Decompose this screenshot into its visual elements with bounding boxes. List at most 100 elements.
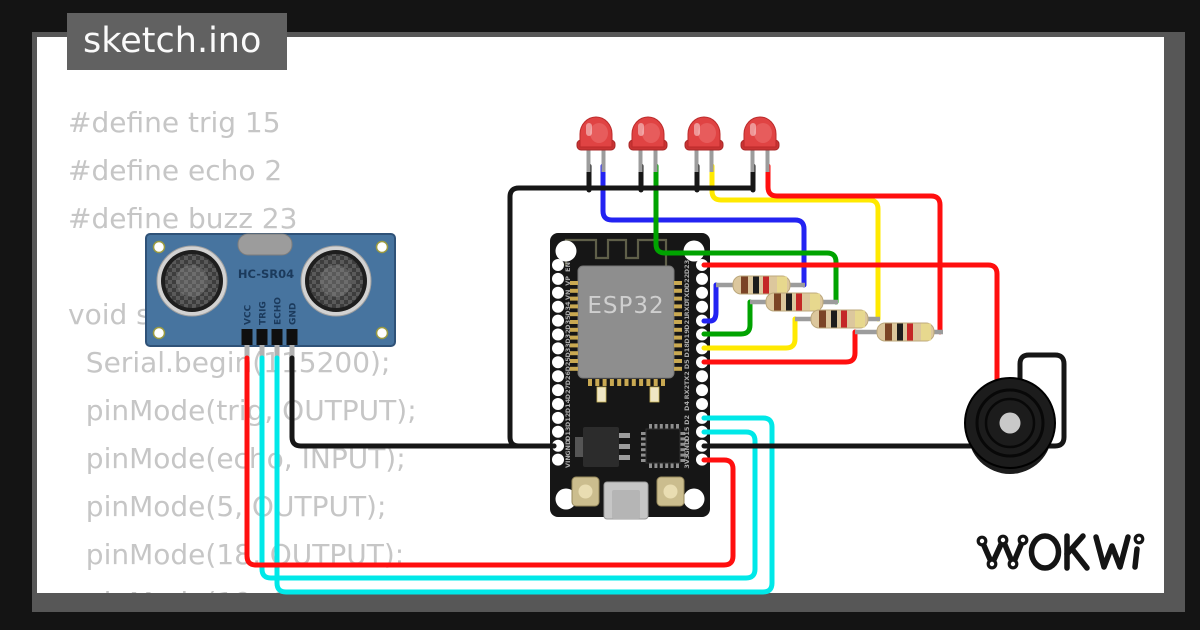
wire-d21-to-r1[interactable] [701,282,719,324]
pin-D25[interactable] [552,356,564,369]
color-band [819,310,826,328]
wire-led2-anode-green[interactable] [653,163,839,305]
pin-GND[interactable] [552,439,564,452]
sketch-file-tab[interactable]: sketch.ino [67,13,287,70]
color-band [885,323,892,341]
code-line: pinMode(trig, OUTPUT); [68,394,417,427]
pin-TX2[interactable] [696,370,708,383]
piezo-buzzer[interactable] [964,377,1056,474]
color-band [796,293,802,311]
pin-label: D34 [564,301,572,316]
wire-hcsr04-gnd[interactable] [289,355,557,449]
pin-D32[interactable] [552,328,564,341]
pin-label: D35 [564,315,572,330]
pin-D12[interactable] [552,411,564,424]
mounting-hole [555,240,577,262]
pin-label: TX2 [683,371,691,385]
pin-label: D2 [683,415,691,425]
pin-label: D18 [683,343,691,358]
code-line: #define buzz 23 [68,202,298,235]
pin-label: VP [564,276,572,286]
pin-label: D32 [564,329,572,343]
pin-D4[interactable] [696,398,708,410]
led-red[interactable] [740,116,780,172]
leds-layer [576,116,780,172]
pin-label: VN [564,290,572,300]
pin-header[interactable] [286,329,298,345]
color-band [753,276,759,294]
wire-d5-to-r4[interactable] [701,329,858,365]
wire-led1-anode-blue[interactable] [600,163,807,288]
pin-label: GND [564,439,572,456]
pin-VP[interactable] [552,272,564,285]
wire-d18-to-r3[interactable] [701,316,798,351]
pin-label: D12 [564,413,572,427]
logo-letter-w2 [1093,534,1131,570]
buzzer-hole [999,412,1021,434]
pin-D35[interactable] [552,314,564,327]
wire-d23-to-buzzer[interactable] [701,262,1000,385]
pin-D33[interactable] [552,342,564,355]
pin-label: TXD [683,287,691,302]
wire-trig-to-d15[interactable] [259,355,758,581]
color-band [774,293,781,311]
pin-header[interactable] [271,329,283,345]
logo-node-dot [997,534,1009,546]
resistor[interactable] [716,275,805,295]
pin-label: TRIG [259,301,269,325]
pin-label: EN [564,262,572,272]
resistor[interactable] [750,292,838,312]
mounting-hole [375,240,389,254]
pin-EN[interactable] [552,259,564,271]
wire-led3-anode-yellow[interactable] [709,163,881,322]
resistor[interactable] [795,309,880,329]
pin-label: VCC [244,304,254,325]
logo-letter-i [1132,546,1140,570]
pin-label: D14 [564,398,572,413]
resistor[interactable] [855,322,943,342]
mounting-hole [152,240,166,254]
pin-D22[interactable] [696,272,708,285]
regulator-tab [575,437,583,457]
mounting-hole [555,488,577,510]
mounting-hole [375,326,389,340]
pin-TXD[interactable] [696,286,708,299]
pin-VIN[interactable] [552,453,564,466]
pin-RXD[interactable] [696,300,708,313]
code-line: Serial.begin(115200); [68,346,391,379]
led-red[interactable] [628,116,668,172]
logo-node-dot [1017,534,1029,546]
color-band [777,276,787,294]
wire-led4-anode-red[interactable] [765,163,943,335]
pin-label: D15 [683,426,691,441]
wire-echo-to-d2[interactable] [274,355,775,595]
led-red[interactable] [576,116,616,172]
pin-label: RXD [683,300,691,316]
pin-label: GND [289,303,299,325]
led-red[interactable] [684,116,724,172]
pin-D34[interactable] [552,300,564,313]
pin-D13[interactable] [552,425,564,438]
pin-RX2[interactable] [696,384,708,397]
wire-buzzer-gnd[interactable] [701,352,1067,449]
pin-label: D4 [683,401,691,411]
pin-D26[interactable] [552,370,564,383]
pin-label: D19 [683,329,691,344]
color-band [841,310,847,328]
wire-vcc-to-3v3[interactable] [244,355,736,568]
color-band [810,293,820,311]
pin-header[interactable] [256,329,268,345]
pin-label: D13 [564,427,572,441]
onboard-led [596,386,607,403]
pin-label: D21 [683,315,691,330]
pin-label: 3V3 [683,455,691,469]
pin-VN[interactable] [552,286,564,299]
pin-D14[interactable] [552,398,564,410]
pin-header[interactable] [241,329,253,345]
pin-D27[interactable] [552,384,564,397]
wires-layer [244,163,1067,595]
wire-d19-to-r2[interactable] [701,299,753,337]
